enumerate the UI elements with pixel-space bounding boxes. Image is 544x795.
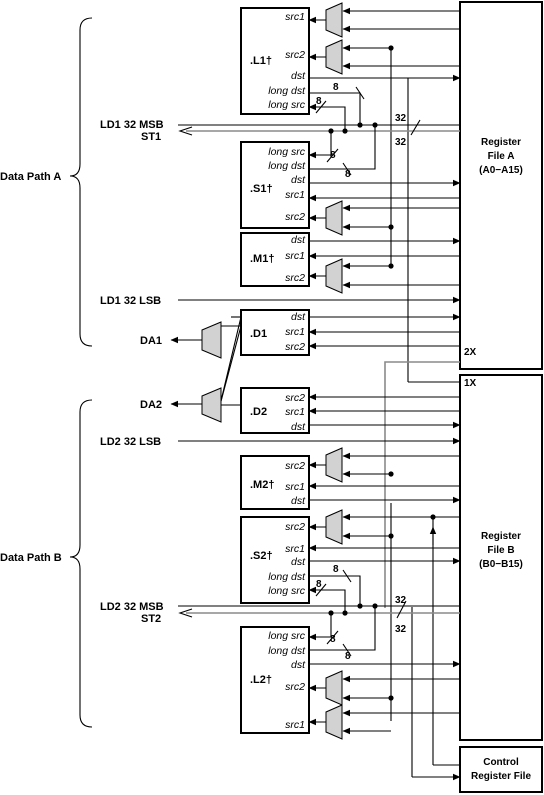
port-label: dst [291, 421, 306, 433]
port-label: dst [291, 659, 306, 671]
register-file-a-label: File A [488, 151, 515, 162]
register-file-a-label: (A0−A15) [479, 165, 523, 176]
port-label: dst [291, 174, 306, 186]
d2-mux [201, 387, 222, 423]
register-file-a-label: Register [481, 137, 521, 148]
port-label: src2 [285, 49, 305, 61]
control-register-file-label: Control [483, 757, 519, 768]
port-label: src1 [285, 189, 305, 201]
junction-dots [328, 45, 436, 701]
bus-width-label: 8 [330, 150, 336, 161]
cross-path-label-2x: 2X [464, 347, 477, 358]
signal-label-ld1-lsb: LD1 32 LSB [100, 295, 161, 307]
signal-label-st2: ST2 [141, 613, 161, 625]
signal-label-ld2-lsb: LD2 32 LSB [100, 436, 161, 448]
unit-l1-label: .L1† [250, 55, 272, 67]
register-file-b-label: (B0−B15) [479, 559, 523, 570]
port-label: src1 [285, 250, 305, 262]
cross-path-label-1x: 1X [464, 378, 477, 389]
port-label: long dst [268, 85, 306, 97]
port-label: dst [291, 70, 306, 82]
port-label: long dst [268, 571, 306, 583]
port-label: src2 [285, 521, 305, 533]
port-label: src2 [285, 392, 305, 404]
port-label: long dst [268, 160, 306, 172]
unit-d2-box [240, 387, 310, 434]
unit-s2-box [240, 516, 310, 604]
bus-width-label: 8 [330, 634, 336, 645]
port-label: long dst [268, 645, 306, 657]
unit-m1-box [240, 232, 310, 287]
signal-label-st1: ST1 [141, 131, 161, 143]
port-label: src2 [285, 272, 305, 284]
control-register-file-label: Register File [471, 771, 531, 782]
port-label: long src [268, 585, 306, 597]
datapath-b-label: Data Path B [0, 552, 62, 564]
bus-width-label: 32 [395, 137, 407, 148]
datapath-a-label: Data Path A [0, 171, 61, 183]
unit-d2-label: .D2 [250, 406, 267, 418]
port-label: src1 [285, 326, 305, 338]
unit-m1-label: .M1† [250, 253, 274, 265]
port-label: dst [291, 495, 306, 507]
signal-label-ld2-msb: LD2 32 MSB [100, 601, 164, 613]
register-file-a [459, 1, 543, 370]
bus-width-label: 32 [395, 595, 407, 606]
unit-s1-box [240, 141, 310, 229]
unit-m2-box [240, 455, 310, 510]
control-register-file [459, 746, 543, 793]
unit-l1-box [240, 7, 310, 115]
signal-label-da1: DA1 [140, 335, 162, 347]
register-file-b [459, 374, 543, 741]
port-label: dst [291, 556, 306, 568]
unit-s2-label: .S2† [250, 550, 273, 562]
port-label: src1 [285, 11, 305, 23]
unit-l2-label: .L2† [250, 674, 272, 686]
bus-width-label: 8 [333, 82, 339, 93]
src-mux-group [325, 2, 343, 740]
port-label: src1 [285, 481, 305, 493]
bus-width-label: 32 [395, 624, 407, 635]
bus-width-label: 8 [345, 169, 351, 180]
register-file-b-label: Register [481, 531, 521, 542]
d1-mux [201, 321, 222, 359]
port-label: src1 [285, 406, 305, 418]
port-label: long src [268, 630, 306, 642]
bus-width-label: 8 [333, 564, 339, 575]
register-file-b-label: File B [487, 545, 514, 556]
port-label: src2 [285, 211, 305, 223]
unit-l2-box [240, 626, 310, 734]
datapath-a-brace [69, 17, 93, 347]
port-label: src1 [285, 543, 305, 555]
unit-m2-label: .M2† [250, 479, 274, 491]
signal-label-ld1-msb: LD1 32 MSB [100, 119, 164, 131]
port-label: src1 [285, 719, 305, 731]
bus-width-label: 8 [345, 651, 351, 662]
port-label: dst [291, 311, 306, 323]
port-label: long src [268, 146, 306, 158]
datapath-b-brace [69, 399, 93, 728]
port-label: src2 [285, 460, 305, 472]
bus-width-label: 32 [395, 113, 407, 124]
signal-label-da2: DA2 [140, 399, 162, 411]
unit-s1-label: .S1† [250, 183, 273, 195]
port-label: src2 [285, 681, 305, 693]
port-label: dst [291, 234, 306, 246]
bus-width-label: 8 [316, 579, 322, 590]
bus-width-label: 8 [316, 96, 322, 107]
port-label: src2 [285, 341, 305, 353]
cross-path-2x [384, 361, 460, 608]
unit-d1-label: .D1 [250, 328, 267, 340]
port-label: long src [268, 99, 306, 111]
